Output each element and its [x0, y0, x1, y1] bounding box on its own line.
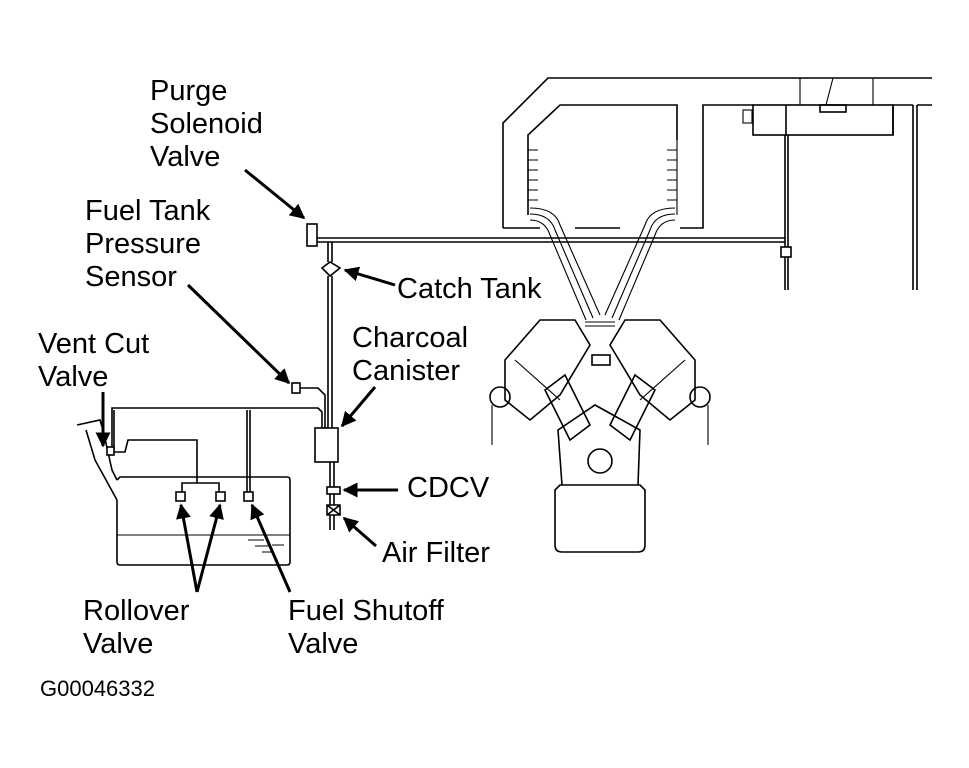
fuel-shutoff-valve	[243, 491, 254, 502]
fuel-tank-pressure-sensor	[291, 382, 301, 394]
label-cdcv: CDCV	[407, 472, 490, 504]
arrow-pressure-sensor	[186, 283, 291, 385]
cdcv	[326, 486, 341, 495]
arrow-rollover-2	[195, 503, 224, 593]
label-charcoal-canister: Charcoal Canister	[352, 322, 468, 387]
label-line: Fuel Tank	[85, 195, 211, 227]
purge-solenoid-valve	[306, 223, 318, 247]
label-line: Purge	[150, 75, 227, 107]
intake-manifold	[502, 77, 932, 290]
catch-tank	[320, 261, 342, 278]
label-air-filter: Air Filter	[382, 537, 490, 569]
rollover-valve-1	[175, 491, 186, 502]
arrow-air-filter	[342, 516, 377, 548]
label-line: Valve	[83, 628, 153, 660]
arrow-catch-tank	[343, 266, 396, 287]
label-purge-solenoid-valve: Purge Solenoid Valve	[150, 75, 263, 173]
label-line: Valve	[288, 628, 358, 660]
figure-code: G00046332	[40, 676, 155, 701]
vent-lines	[107, 387, 326, 493]
air-filter	[326, 504, 341, 516]
label-line: Fuel Shutoff	[288, 595, 445, 627]
v-engine	[489, 319, 711, 553]
label-vent-cut-valve: Vent Cut Valve	[38, 328, 149, 393]
purge-line	[316, 237, 785, 428]
charcoal-canister	[314, 427, 339, 463]
arrow-fuel-shutoff	[250, 503, 292, 593]
vent-cut-valve	[106, 446, 115, 456]
label-line: Vent Cut	[38, 328, 149, 360]
rollover-valve-2	[215, 491, 226, 502]
intake-runners	[529, 207, 676, 321]
label-line: Valve	[150, 141, 220, 173]
label-rollover-valve: Rollover Valve	[83, 595, 190, 660]
label-catch-tank: Catch Tank	[397, 273, 542, 305]
label-line: Canister	[352, 355, 460, 387]
label-fuel-tank-pressure-sensor: Fuel Tank Pressure Sensor	[85, 195, 211, 293]
callout-arrows	[95, 168, 398, 593]
label-line: Solenoid	[150, 108, 263, 140]
label-line: Charcoal	[352, 322, 468, 354]
arrow-purge	[244, 168, 306, 220]
arrow-rollover-1	[176, 503, 199, 593]
label-line: Pressure	[85, 228, 201, 260]
label-line: Rollover	[83, 595, 190, 627]
arrow-canister	[340, 386, 377, 428]
label-line: Valve	[38, 361, 108, 393]
label-line: Sensor	[85, 261, 177, 293]
label-fuel-shutoff-valve: Fuel Shutoff Valve	[288, 595, 445, 660]
